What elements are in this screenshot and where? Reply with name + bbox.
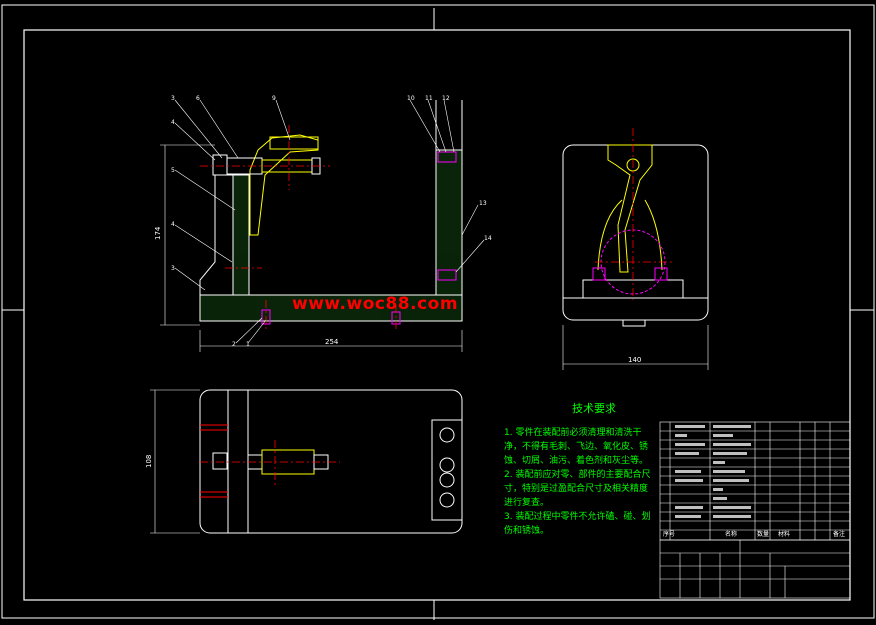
- front-balloons: 3 6 9 4 5 4 3 2 1 10 11 12 13 14: [171, 95, 492, 348]
- top-holes: [439, 427, 455, 508]
- header-seq: 序号: [663, 530, 675, 538]
- parts-list-rows: [675, 425, 751, 518]
- side-bolt-right: [654, 267, 668, 281]
- technical-requirements: 技术要求 1. 零件在装配前必须清理和清洗干净，不得有毛刺、飞边、氧化皮、锈蚀、…: [504, 402, 654, 538]
- top-outline: [199, 389, 463, 534]
- watermark: www.woc88.com: [292, 294, 459, 314]
- drawing-frame: [23, 29, 851, 601]
- header-material: 材料: [778, 530, 790, 538]
- dim-side-width: 140: [628, 356, 641, 364]
- balloon: 3: [171, 265, 175, 272]
- bolt-right-top: [437, 151, 457, 163]
- balloon: 4: [171, 221, 175, 228]
- balloon: 9: [272, 95, 276, 102]
- top-slots: [200, 424, 228, 498]
- side-clamp-curve: [597, 199, 663, 271]
- left-support: [232, 174, 250, 296]
- top-view: 108: [145, 389, 463, 534]
- note-item: 3. 装配过程中零件不允许磕、碰、划伤和锈蚀。: [504, 512, 651, 536]
- side-center-lines: [595, 128, 672, 300]
- side-dimensions: [562, 325, 709, 370]
- left-column: [199, 174, 234, 295]
- base-plate: [199, 294, 463, 322]
- balloon: 5: [171, 167, 175, 174]
- header-note: 备注: [833, 530, 845, 538]
- balloon: 13: [479, 200, 487, 207]
- balloon: 4: [171, 119, 175, 126]
- dim-top-height: 108: [145, 455, 153, 468]
- balloon: 11: [425, 95, 433, 102]
- top-center-lines: [200, 440, 340, 485]
- balloon: 2: [232, 341, 236, 348]
- balloon: 3: [171, 95, 175, 102]
- clamp-arm: [249, 134, 319, 236]
- balloon: 10: [407, 95, 415, 102]
- balloon: 1: [246, 341, 250, 348]
- top-column-left: [227, 389, 249, 534]
- clamp-screw: [212, 154, 321, 176]
- front-view: 3 6 9 4 5 4 3 2 1 10 11 12 13 14 254 174: [154, 95, 492, 352]
- top-dimensions: [150, 389, 200, 534]
- right-column: [435, 149, 463, 296]
- header-qty: 数量: [757, 530, 769, 538]
- side-view: 140: [562, 128, 709, 370]
- parts-list: [659, 421, 851, 541]
- title-block: [659, 539, 851, 599]
- note-item: 1. 零件在装配前必须清理和清洗干净，不得有毛刺、飞边、氧化皮、锈蚀、切屑、油污…: [504, 428, 649, 466]
- balloon: 6: [196, 95, 200, 102]
- bolt-right-bottom: [437, 269, 457, 281]
- side-bolt-left: [592, 267, 606, 281]
- centering-marks: [2, 8, 874, 620]
- notes-title: 技术要求: [572, 402, 616, 415]
- dim-front-width: 254: [325, 338, 339, 346]
- front-leaders: [174, 99, 485, 344]
- sheet-border: [1, 4, 875, 619]
- clamp-head: [269, 136, 319, 150]
- top-right-block: [431, 419, 463, 521]
- side-clamp-arm: [607, 144, 653, 273]
- balloon: 14: [484, 235, 492, 242]
- front-section-hatch: [200, 150, 462, 321]
- balloon: 12: [442, 95, 450, 102]
- front-dimensions: [160, 144, 463, 352]
- side-foot: [622, 319, 646, 327]
- front-center-lines: [200, 125, 397, 330]
- note-item: 2. 装配前应对零、部件的主要配合尺寸，特别是过盈配合尺寸及相关精度进行复查。: [504, 470, 651, 508]
- dim-front-height: 174: [154, 226, 162, 240]
- header-name: 名称: [725, 530, 737, 538]
- title-block-headers: 序号 名称 数量 材料 备注: [663, 530, 845, 538]
